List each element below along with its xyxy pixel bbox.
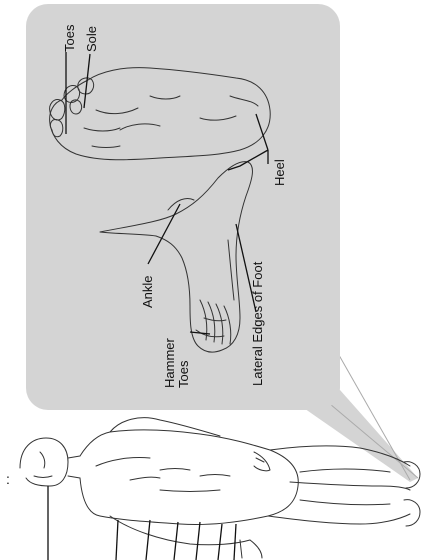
hammer-toes-label-line1: Hammer [162, 337, 177, 388]
zoom-panel [26, 4, 340, 410]
hammer-toes-label-line2: Toes [176, 360, 191, 388]
lateral-edges-label: Lateral Edges of Foot [250, 261, 265, 386]
toes-label: Toes [62, 24, 77, 52]
heel-label: Heel [272, 159, 287, 186]
sole-label: Sole [84, 26, 99, 52]
callout-line-lower [330, 404, 418, 478]
ankle-label: Ankle [140, 275, 155, 308]
colon-marker: : [6, 471, 10, 487]
figure-indicator-lines [48, 486, 236, 560]
